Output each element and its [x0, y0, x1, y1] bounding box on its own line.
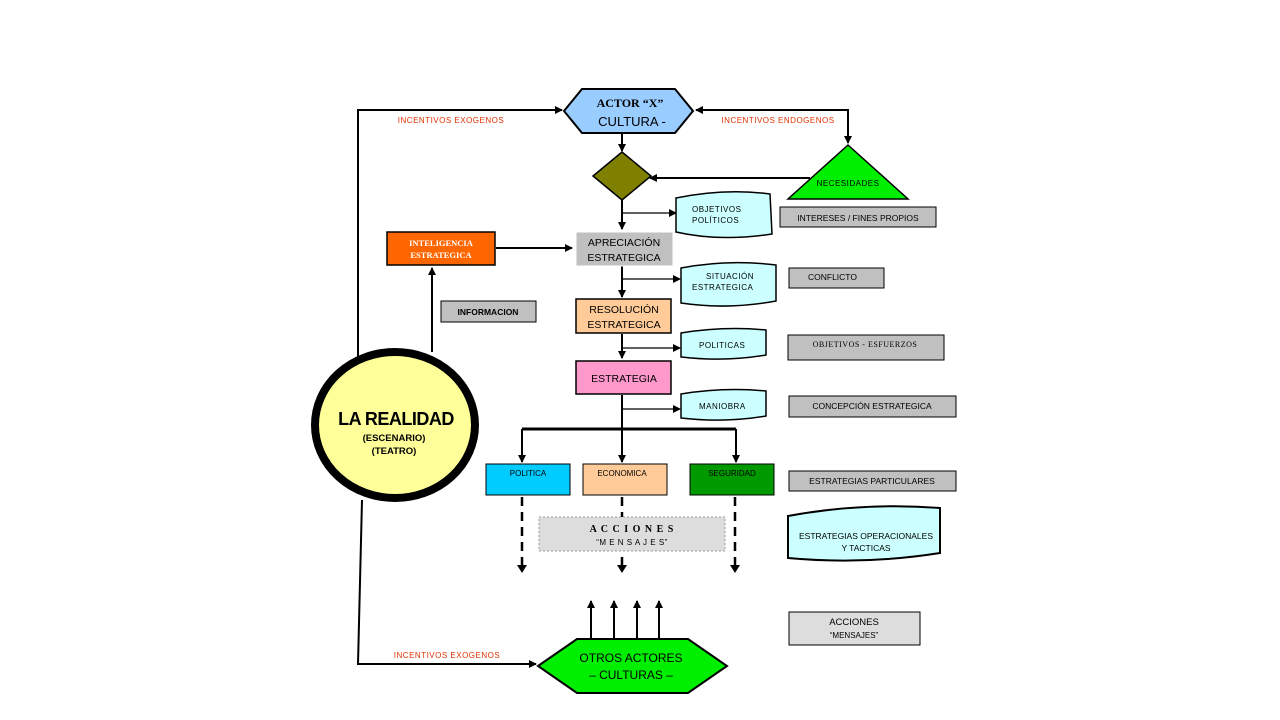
apreciacion-label-2: ESTRATEGICA: [587, 252, 660, 264]
estrategia-box: [575, 360, 672, 395]
realidad-escenario: (ESCENARIO): [363, 433, 426, 444]
actor-x-node: ACTOR “X” CULTURA -: [562, 88, 695, 134]
seguridad-box: [689, 463, 775, 496]
apreciacion-label-1: APRECIACIÓN: [588, 236, 660, 249]
informacion-node: INFORMACION: [440, 300, 537, 323]
economica-label: ECONOMICA: [597, 469, 647, 478]
realidad-teatro: (TEATRO): [372, 446, 417, 457]
situacion-shape: [680, 261, 777, 307]
dashed-arrowhead-politica: [517, 565, 527, 573]
resolucion-box: [575, 298, 672, 334]
resolucion-label-2: ESTRATEGICA: [587, 319, 660, 331]
incentivos-exogenos-top-label: INCENTIVOS EXOGENOS: [398, 116, 504, 125]
politica-box: [485, 463, 571, 496]
economica-node: ECONOMICA: [582, 463, 668, 496]
maniobra-label: MANIOBRA: [699, 402, 746, 411]
legend-concepcion: CONCEPCIÓN ESTRATEGICA: [788, 395, 957, 418]
estrategias-operacionales-shape: [787, 505, 941, 562]
actor-title: ACTOR “X”: [597, 96, 664, 110]
inteligencia-label-1: INTELIGENCIA: [409, 238, 474, 248]
estrategia-label: ESTRATEGIA: [591, 373, 657, 385]
connector-incentivos-endogenos: [695, 106, 849, 140]
otros-actores-label-1: OTROS ACTORES: [579, 651, 682, 665]
conflicto-label: CONFLICTO: [808, 272, 857, 282]
situacion-note: SITUACIÓN ESTRATEGICA: [680, 261, 777, 307]
otros-actores-label-2: – CULTURAS –: [589, 668, 673, 682]
objetivos-esfuerzos-label: OBJETIVOS - ESFUERZOS: [813, 340, 918, 349]
economica-box: [582, 463, 668, 496]
seguridad-node: SEGURIDAD: [689, 463, 775, 496]
concepcion-box: [788, 395, 957, 418]
intereses-label: INTERESES / FINES PROPIOS: [797, 213, 919, 223]
estrategias-operacionales-label-1: ESTRATEGIAS OPERACIONALES: [799, 531, 933, 541]
objetivos-politicos-label-2: POLÍTICOS: [692, 216, 739, 225]
maniobra-note: MANIOBRA: [680, 388, 767, 421]
concepcion-label: CONCEPCIÓN ESTRATEGICA: [812, 401, 932, 411]
otros-actores-node: OTROS ACTORES – CULTURAS –: [536, 638, 729, 694]
connector-incentivos-exogenos-bottom: [356, 499, 537, 668]
legend-conflicto: CONFLICTO: [788, 267, 885, 289]
acciones-label-2: “M E N S A J E S”: [596, 538, 668, 547]
necesidades-triangle: [786, 143, 910, 200]
acciones-mensajes-label-2: “MENSAJES”: [830, 631, 879, 640]
politicas-shape: [680, 327, 767, 360]
realidad-node: LA REALIDAD (ESCENARIO) (TEATRO): [311, 348, 479, 502]
connector-incentivos-exogenos-top: [357, 106, 563, 360]
dashed-arrowhead-seguridad: [730, 565, 740, 573]
legend-acciones-mensajes: ACCIONES “MENSAJES”: [788, 611, 921, 646]
estrategias-particulares-box: [788, 470, 957, 492]
politica-label: POLITICA: [510, 469, 547, 478]
objetivos-politicos-shape: [675, 191, 773, 239]
realidad-title: LA REALIDAD: [338, 409, 454, 429]
legend-intereses: INTERESES / FINES PROPIOS: [779, 206, 937, 228]
resolucion-node: RESOLUCIÓN ESTRATEGICA: [575, 298, 672, 334]
objetivos-politicos-note: OBJETIVOS POLÍTICOS: [675, 191, 773, 239]
acciones-mensajes-box: [788, 611, 921, 646]
objetivos-esfuerzos-box: [787, 334, 945, 361]
situacion-label-2: ESTRATEGICA: [692, 283, 754, 292]
acciones-label-1: A C C I O N E S: [590, 524, 675, 535]
estrategia-node: ESTRATEGIA: [575, 360, 672, 395]
legend-objetivos-esfuerzos: OBJETIVOS - ESFUERZOS: [787, 334, 945, 361]
acciones-node: A C C I O N E S “M E N S A J E S”: [538, 516, 726, 552]
incentivos-exogenos-bottom-label: INCENTIVOS EXOGENOS: [394, 651, 500, 660]
inteligencia-box: [386, 231, 496, 266]
resolucion-label-1: RESOLUCIÓN: [589, 303, 658, 316]
legend-estrategias-operacionales: ESTRATEGIAS OPERACIONALES Y TACTICAS: [787, 505, 941, 562]
objetivos-politicos-label-1: OBJETIVOS: [692, 205, 741, 214]
realidad-ellipse: [311, 348, 479, 502]
situacion-label-1: SITUACIÓN: [706, 272, 754, 281]
intereses-box: [779, 206, 937, 228]
decision-diamond: [591, 151, 653, 201]
conflicto-box: [788, 267, 885, 289]
otros-actores-hexagon: [536, 638, 729, 694]
actor-hexagon: [562, 88, 695, 134]
apreciacion-box: [575, 231, 674, 267]
politicas-label: POLITICAS: [699, 341, 745, 350]
actor-cultura: CULTURA -: [598, 114, 666, 129]
incentivos-endogenos-label: INCENTIVOS ENDOGENOS: [721, 116, 834, 125]
dashed-arrowhead-economica: [617, 565, 627, 573]
seguridad-label: SEGURIDAD: [708, 469, 756, 478]
acciones-box: [538, 516, 726, 552]
estrategias-operacionales-label-2: Y TACTICAS: [841, 543, 890, 553]
informacion-label: INFORMACION: [458, 307, 519, 317]
inteligencia-node: INTELIGENCIA ESTRATEGICA: [386, 231, 496, 266]
informacion-box: [440, 300, 537, 323]
necesidades-label: NECESIDADES: [817, 179, 880, 188]
legend-estrategias-particulares: ESTRATEGIAS PARTICULARES: [788, 470, 957, 492]
politica-node: POLITICA: [485, 463, 571, 496]
necesidades-node: NECESIDADES: [786, 143, 910, 200]
apreciacion-node: APRECIACIÓN ESTRATEGICA: [575, 231, 674, 267]
acciones-mensajes-label-1: ACCIONES: [829, 617, 879, 628]
inteligencia-label-2: ESTRATEGICA: [410, 250, 472, 260]
estrategias-particulares-label: ESTRATEGIAS PARTICULARES: [809, 476, 935, 486]
politicas-note: POLITICAS: [680, 327, 767, 360]
maniobra-shape: [680, 388, 767, 421]
